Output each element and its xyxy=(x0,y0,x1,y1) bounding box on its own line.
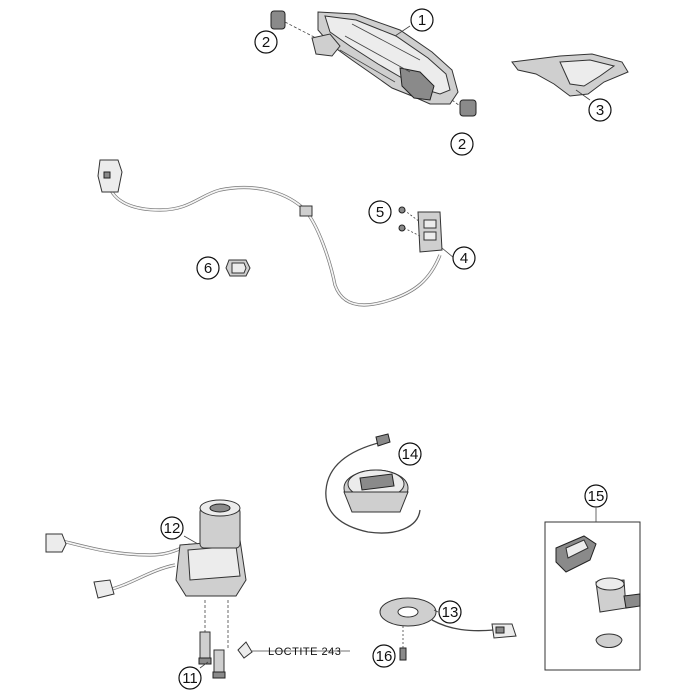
immobilizer-antenna xyxy=(379,597,517,639)
callout-15: 15 xyxy=(584,484,608,508)
callout-14: 14 xyxy=(398,442,422,466)
fuel-tank-cap xyxy=(325,433,421,534)
callout-3: 3 xyxy=(588,98,612,122)
callout-1: 1 xyxy=(410,8,434,32)
callout-2-lower: 2 xyxy=(450,132,474,156)
callout-2-upper: 2 xyxy=(254,30,278,54)
loctite-marker xyxy=(237,641,350,659)
callout-4: 4 xyxy=(452,246,476,270)
callout-12: 12 xyxy=(160,516,184,540)
speed-sensor-cable xyxy=(97,159,442,307)
antenna-screw xyxy=(399,626,407,661)
svg-text:13: 13 xyxy=(442,604,459,621)
callout-4-leader xyxy=(441,247,455,259)
svg-text:4: 4 xyxy=(460,250,468,267)
grommet-lower xyxy=(451,99,477,117)
svg-text:15: 15 xyxy=(588,488,605,505)
loctite-note: LOCTITE 243 xyxy=(268,646,341,658)
svg-text:2: 2 xyxy=(262,34,270,51)
lock-bolts xyxy=(198,631,226,679)
svg-text:14: 14 xyxy=(402,446,419,463)
instrument-cluster xyxy=(311,11,459,105)
callout-16: 16 xyxy=(372,644,396,668)
screws xyxy=(398,206,421,237)
svg-text:3: 3 xyxy=(596,102,604,119)
svg-text:12: 12 xyxy=(164,520,181,537)
callout-11: 11 xyxy=(178,666,202,690)
svg-text:1: 1 xyxy=(418,12,426,29)
ignition-lock xyxy=(45,499,247,650)
svg-text:11: 11 xyxy=(182,670,198,687)
callout-1-leader xyxy=(394,25,411,37)
callout-5: 5 xyxy=(368,200,392,224)
sensor-bracket xyxy=(417,211,443,253)
svg-text:6: 6 xyxy=(204,260,212,277)
callout-13-leader xyxy=(433,609,439,613)
callout-12-leader xyxy=(183,535,199,545)
svg-text:16: 16 xyxy=(376,648,393,665)
svg-text:2: 2 xyxy=(458,136,466,153)
callout-13: 13 xyxy=(438,600,462,624)
callout-11-leader xyxy=(199,661,209,669)
grommet-upper xyxy=(270,10,317,39)
lock-set-box xyxy=(544,521,641,671)
instrument-cover xyxy=(511,53,629,97)
svg-text:5: 5 xyxy=(376,204,384,221)
callout-6: 6 xyxy=(196,256,220,280)
callout-3-leader xyxy=(575,89,591,101)
cable-clip xyxy=(225,259,251,277)
